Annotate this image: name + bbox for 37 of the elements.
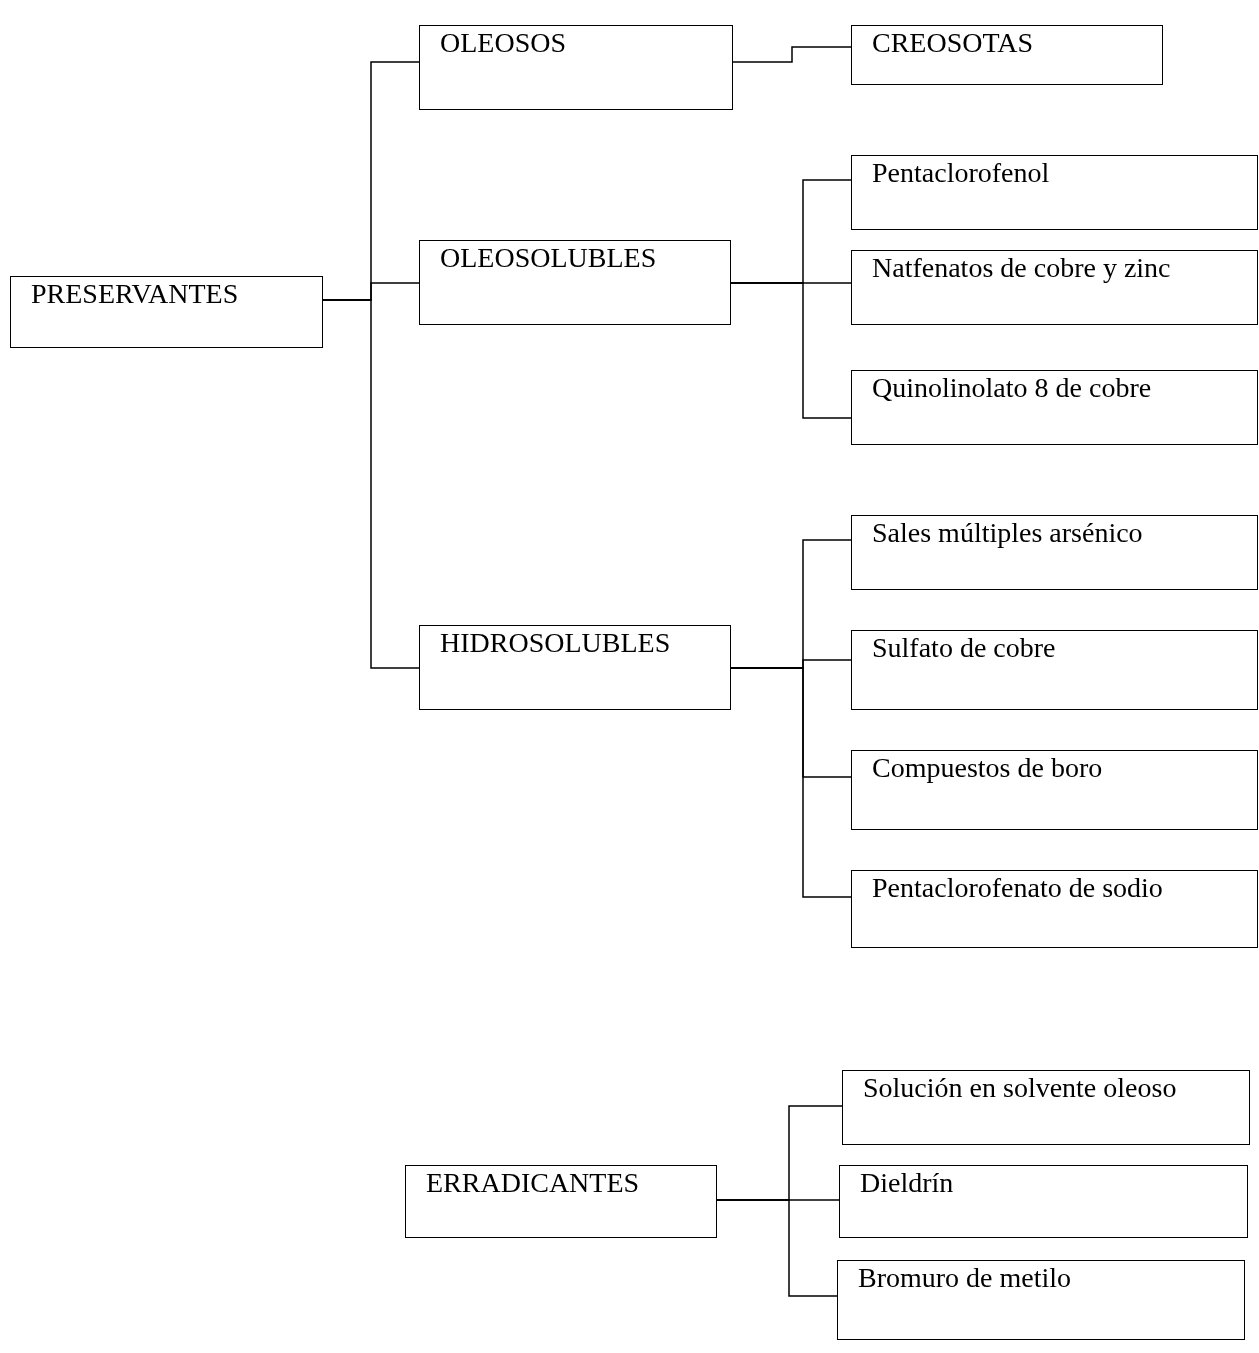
node-label: ERRADICANTES xyxy=(426,1166,640,1200)
connector-line xyxy=(716,1199,838,1297)
connector-line xyxy=(732,46,852,63)
connector-line xyxy=(322,299,420,669)
node-label: Solución en solvente oleoso xyxy=(863,1071,1177,1105)
node-label: Dieldrín xyxy=(860,1166,954,1200)
category-box xyxy=(851,370,1258,445)
category-box xyxy=(851,630,1258,710)
node-label: Quinolinolato 8 de cobre xyxy=(872,371,1152,405)
category-box xyxy=(10,276,323,348)
category-box xyxy=(405,1165,717,1238)
category-box xyxy=(842,1070,1250,1145)
node-label: OLEOSOLUBLES xyxy=(440,241,657,275)
category-box xyxy=(839,1165,1248,1238)
category-box xyxy=(837,1260,1245,1340)
node-label: Compuestos de boro xyxy=(872,751,1103,785)
category-box xyxy=(851,155,1258,230)
category-box xyxy=(851,870,1258,948)
category-box xyxy=(851,515,1258,590)
category-box xyxy=(419,625,731,710)
node-label: Sales múltiples arsénico xyxy=(872,516,1143,550)
node-label: OLEOSOS xyxy=(440,26,566,60)
connector-line xyxy=(730,282,852,419)
node-label: PRESERVANTES xyxy=(31,277,239,311)
node-label: Pentaclorofenato de sodio xyxy=(872,871,1163,905)
node-label: CREOSOTAS xyxy=(872,26,1034,60)
node-label: Natfenatos de cobre y zinc xyxy=(872,251,1171,285)
category-box xyxy=(851,250,1258,325)
node-label: Bromuro de metilo xyxy=(858,1261,1072,1295)
category-box xyxy=(419,240,731,325)
category-box xyxy=(419,25,733,110)
node-label: Sulfato de cobre xyxy=(872,631,1056,665)
node-label: Pentaclorofenol xyxy=(872,156,1050,190)
connector-line xyxy=(730,667,852,898)
node-label: HIDROSOLUBLES xyxy=(440,626,671,660)
category-box xyxy=(851,25,1163,85)
category-box xyxy=(851,750,1258,830)
